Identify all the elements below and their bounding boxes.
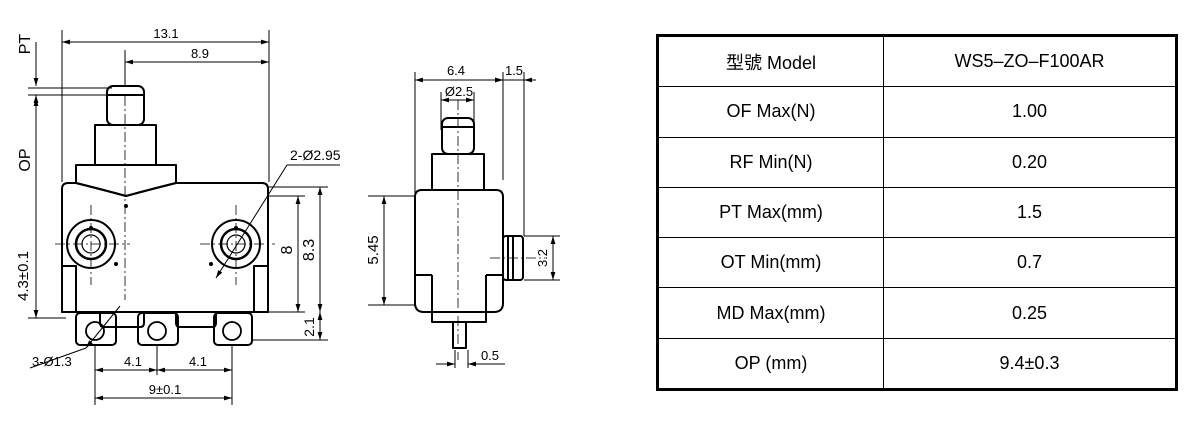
side-dim-width: 6.4	[447, 63, 465, 78]
spec-value: 9.4±0.3	[883, 337, 1177, 391]
spec-value: 0.20	[883, 136, 1177, 188]
spec-value: 1.5	[883, 186, 1177, 239]
dim-span: 9±0.1	[149, 382, 181, 397]
side-dim-plunger-dia: Ø2.5	[445, 84, 473, 99]
table-row: PT Max(mm) 1.5	[657, 186, 1177, 239]
spec-param: OF Max(N)	[657, 86, 884, 138]
dim-pitch-right: 4.1	[189, 354, 207, 369]
dim-overall-width: 13.1	[153, 26, 178, 41]
spec-param: 型號 Model	[657, 34, 884, 88]
dim-mount-holes: 2-Ø2.95	[290, 147, 341, 163]
dim-mount-height: 4.3±0.1	[15, 251, 32, 301]
spec-param: OP (mm)	[657, 337, 884, 391]
table-row: RF Min(N) 0.20	[657, 136, 1177, 188]
dim-op-label: OP	[17, 148, 34, 171]
side-dim-lever-height: 3.2	[535, 249, 550, 267]
spec-param: PT Max(mm)	[657, 186, 884, 239]
side-dim-lever: 1.5	[505, 63, 523, 78]
dim-body-8-3: 8.3	[301, 239, 318, 261]
spec-table: 型號 Model WS5–ZO–F100AR OF Max(N) 1.00 RF…	[656, 34, 1178, 392]
table-row: 型號 Model WS5–ZO–F100AR	[657, 34, 1177, 88]
spec-value: 0.7	[883, 237, 1177, 289]
dim-pitch-left: 4.1	[124, 354, 142, 369]
table-row: OT Min(mm) 0.7	[657, 237, 1177, 289]
dim-body-8: 8	[279, 245, 296, 254]
spec-value: WS5–ZO–F100AR	[883, 34, 1177, 88]
spec-value: 0.25	[883, 287, 1177, 339]
side-view: 6.4 1.5 Ø2.5 5.45 3.2 0.5	[365, 63, 560, 368]
table-row: OF Max(N) 1.00	[657, 86, 1177, 138]
dim-to-plunger: 8.9	[191, 46, 209, 61]
table-row: OP (mm) 9.4±0.3	[657, 337, 1177, 391]
spec-param: MD Max(mm)	[657, 287, 884, 339]
side-dim-pin: 0.5	[481, 348, 499, 363]
dim-pt-label: PT	[17, 34, 34, 55]
dim-terminal-2-1: 2.1	[301, 317, 317, 337]
side-dim-height: 5.45	[365, 235, 382, 264]
spec-param: OT Min(mm)	[657, 237, 884, 289]
front-view: 13.1 8.9 PT OP 4.3±0.1 2-Ø2.95 8 8.3 2.1…	[15, 26, 341, 405]
spec-value: 1.00	[883, 86, 1177, 138]
dim-terminal-holes: 3-Ø1.3	[32, 354, 72, 369]
spec-param: RF Min(N)	[657, 136, 884, 188]
table-row: MD Max(mm) 0.25	[657, 287, 1177, 339]
